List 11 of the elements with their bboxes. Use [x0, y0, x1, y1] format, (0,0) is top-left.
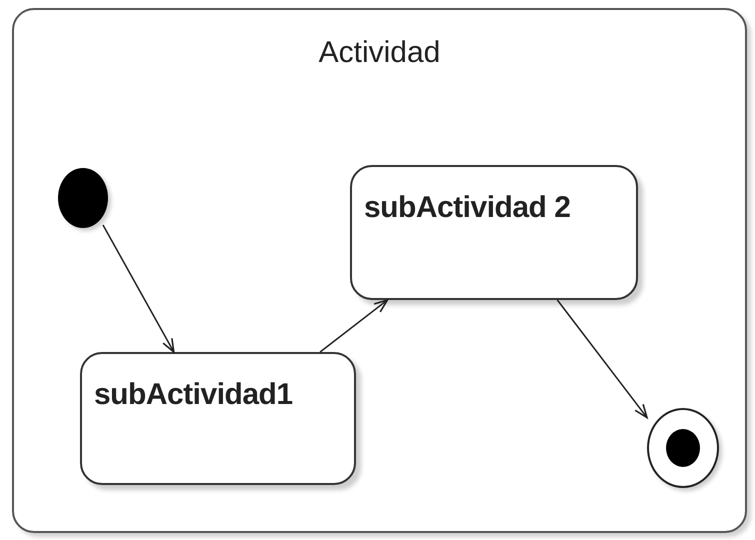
- state-box: [350, 165, 638, 300]
- final-node: [647, 408, 719, 488]
- state-box: [80, 352, 356, 485]
- frame-title: Actividad: [318, 36, 442, 70]
- arrow: [102, 224, 175, 353]
- state-label: subActividad 2: [364, 191, 570, 225]
- arrow: [556, 300, 648, 418]
- initial-node: [58, 168, 108, 228]
- activity-frame: [12, 8, 747, 533]
- arrow: [320, 299, 388, 353]
- state-label: subActividad1: [94, 378, 293, 412]
